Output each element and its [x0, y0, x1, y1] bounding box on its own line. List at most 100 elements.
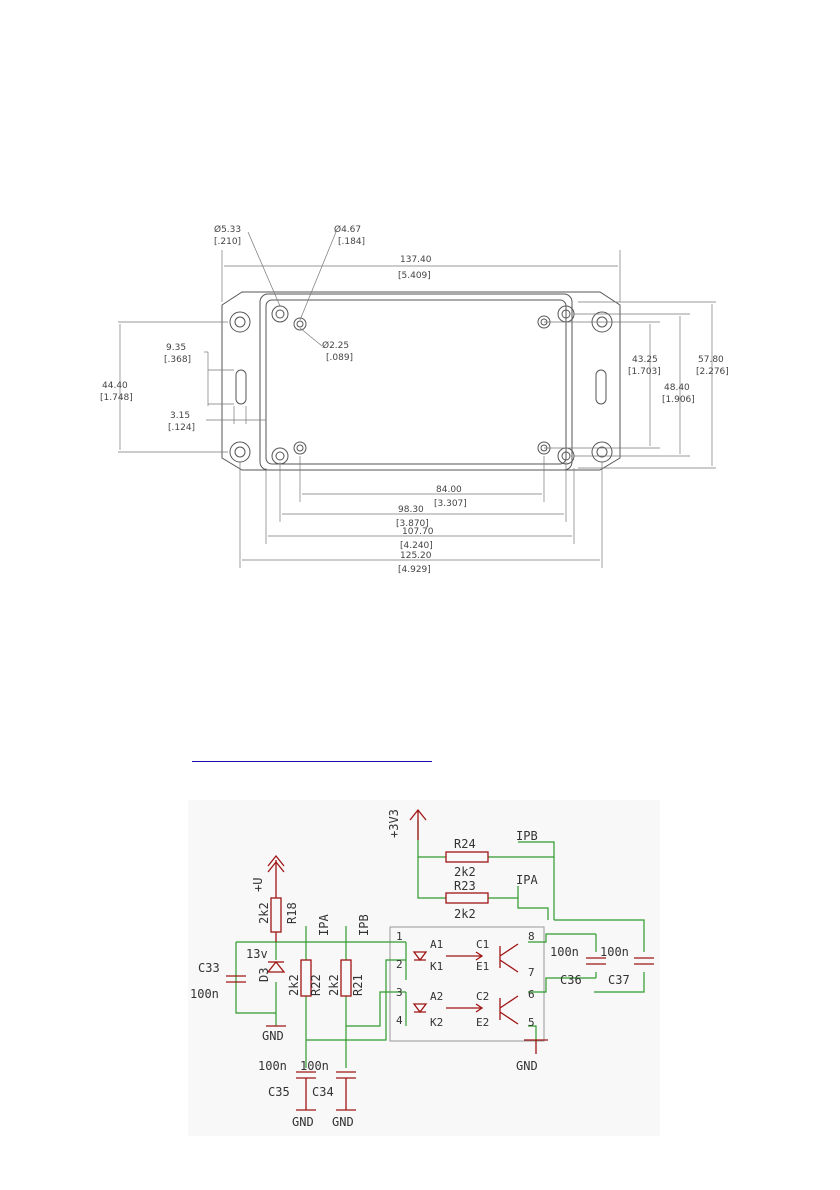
net-ipb: IPB: [516, 829, 538, 843]
dim-slot-height: 9.35: [166, 343, 186, 353]
dim-flange-width: 125.20: [400, 551, 432, 561]
resistor-r18: [270, 897, 282, 933]
svg-text:K2: K2: [430, 1016, 443, 1029]
svg-text:[1.906]: [1.906]: [662, 395, 695, 405]
svg-text:7: 7: [528, 966, 535, 979]
flange-outline: [221, 291, 621, 471]
dim-inner-height-b: 48.40: [664, 383, 690, 393]
optocoupler-body: [389, 926, 545, 1042]
slot-left: [235, 369, 247, 405]
svg-text:[4.240]: [4.240]: [400, 541, 433, 551]
svg-text:8: 8: [528, 930, 535, 943]
net-ipb-v: IPB: [357, 914, 371, 936]
dim-pcb-b: 98.30: [398, 505, 424, 515]
net-3v3: +3V3: [387, 809, 401, 838]
svg-text:[.089]: [.089]: [326, 353, 353, 363]
resistor-r23: [445, 892, 489, 904]
svg-text:R21: R21: [351, 974, 365, 996]
body-inner-outline: [265, 299, 567, 465]
svg-text:C37: C37: [608, 973, 630, 987]
svg-text:R24: R24: [454, 837, 476, 851]
flange-hole-tl: [229, 311, 251, 333]
wires: [235, 820, 645, 1068]
dim-inner-height-a: 43.25: [632, 355, 658, 365]
svg-text:E2: E2: [476, 1016, 489, 1029]
svg-text:A2: A2: [430, 990, 443, 1003]
svg-text:C34: C34: [312, 1085, 334, 1099]
dim-pcb-a: 84.00: [436, 485, 462, 495]
net-ipa: IPA: [516, 873, 538, 887]
capacitor-c33: [226, 975, 246, 983]
resistor-r22: [300, 959, 312, 997]
svg-text:100n: 100n: [190, 987, 219, 1001]
enclosure-dimension-drawing: Ø5.33 [.210] Ø4.67 [.184] Ø2.25 [.089] 1…: [100, 210, 740, 590]
svg-text:[2.276]: [2.276]: [696, 367, 729, 377]
svg-text:GND: GND: [292, 1115, 314, 1129]
svg-text:[1.748]: [1.748]: [100, 393, 133, 403]
svg-text:4: 4: [396, 1014, 403, 1027]
net-u: +U: [251, 878, 265, 892]
dim-slot-width: 3.15: [170, 411, 190, 421]
svg-text:2k2: 2k2: [454, 907, 476, 921]
svg-text:[3.870]: [3.870]: [396, 519, 429, 529]
svg-text:100n: 100n: [600, 945, 629, 959]
svg-text:100n: 100n: [550, 945, 579, 959]
link-underline: [192, 761, 432, 762]
svg-text:[5.409]: [5.409]: [398, 271, 431, 281]
components: [226, 808, 654, 1111]
svg-text:GND: GND: [516, 1059, 538, 1073]
dim-hole-mid: Ø4.67: [334, 224, 361, 235]
svg-text:6: 6: [528, 988, 535, 1001]
zener-d3: [266, 960, 286, 973]
svg-text:3: 3: [396, 986, 403, 999]
drawing-svg: Ø5.33 [.210] Ø4.67 [.184] Ø2.25 [.089] 1…: [100, 224, 729, 575]
svg-text:[1.703]: [1.703]: [628, 367, 661, 377]
dim-body-width: 107.70: [402, 527, 434, 537]
svg-text:2k2: 2k2: [327, 974, 341, 996]
svg-text:D3: D3: [257, 968, 271, 982]
optocoupler-schematic: +3V3 +U IPB IPA IPA IPB R24 2k2 R23 2k2 …: [188, 800, 660, 1136]
svg-text:R23: R23: [454, 879, 476, 893]
resistor-r24: [445, 851, 489, 863]
svg-text:C33: C33: [198, 961, 220, 975]
dim-hole-large: Ø5.33: [214, 224, 241, 235]
svg-text:2k2: 2k2: [257, 902, 271, 924]
svg-text:A1: A1: [430, 938, 443, 951]
svg-text:[.124]: [.124]: [168, 423, 195, 433]
svg-text:2: 2: [396, 958, 403, 971]
svg-text:R18: R18: [285, 902, 299, 924]
svg-text:[4.929]: [4.929]: [398, 565, 431, 575]
svg-text:1: 1: [396, 930, 403, 943]
resistor-r21: [340, 959, 352, 997]
svg-text:[.210]: [.210]: [214, 237, 241, 247]
svg-text:R22: R22: [309, 974, 323, 996]
dim-flange-height: 44.40: [102, 381, 128, 391]
svg-text:13v: 13v: [246, 947, 268, 961]
net-ipa-v: IPA: [317, 914, 331, 936]
schematic-svg: +3V3 +U IPB IPA IPA IPB R24 2k2 R23 2k2 …: [190, 808, 654, 1129]
svg-text:[.368]: [.368]: [164, 355, 191, 365]
capacitor-c36: [586, 957, 606, 965]
svg-text:100n: 100n: [300, 1059, 329, 1073]
dim-total-height: 57.80: [698, 355, 724, 365]
svg-text:100n: 100n: [258, 1059, 287, 1073]
svg-text:2k2: 2k2: [454, 865, 476, 879]
dim-overall-width: 137.40: [400, 255, 432, 265]
svg-text:GND: GND: [332, 1115, 354, 1129]
svg-text:C35: C35: [268, 1085, 290, 1099]
svg-text:[3.307]: [3.307]: [434, 499, 467, 509]
flange-hole-br: [591, 441, 613, 463]
slot-right: [595, 369, 607, 405]
svg-text:E1: E1: [476, 960, 489, 973]
svg-text:C2: C2: [476, 990, 489, 1003]
svg-text:C36: C36: [560, 973, 582, 987]
body-outline: [259, 293, 573, 471]
document-link[interactable]: [192, 744, 432, 762]
capacitor-c34: [336, 1071, 356, 1079]
dim-hole-small: Ø2.25: [322, 340, 349, 351]
svg-text:K1: K1: [430, 960, 443, 973]
svg-text:GND: GND: [262, 1029, 284, 1043]
flange-hole-bl: [229, 441, 251, 463]
svg-text:5: 5: [528, 1016, 535, 1029]
svg-text:[.184]: [.184]: [338, 237, 365, 247]
